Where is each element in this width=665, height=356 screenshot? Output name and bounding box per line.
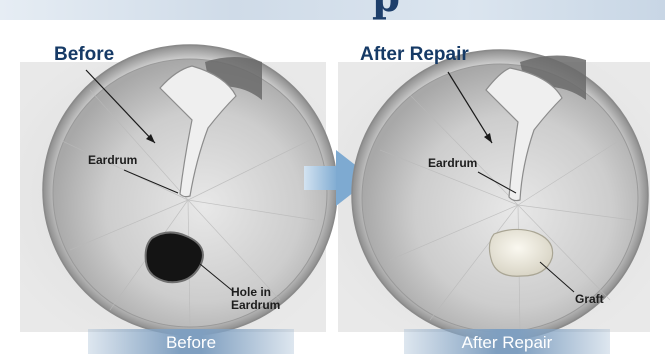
after-caption: After Repair (404, 329, 610, 354)
before-eardrum-label: Eardrum (88, 154, 137, 167)
after-eardrum-label: Eardrum (428, 157, 477, 170)
before-eardrum (43, 45, 337, 335)
after-heading: After Repair (360, 44, 469, 66)
before-heading: Before (54, 44, 114, 66)
graft-label: Graft (575, 293, 604, 306)
before-caption: Before (88, 329, 294, 354)
hole-label: Hole in Eardrum (231, 286, 280, 312)
